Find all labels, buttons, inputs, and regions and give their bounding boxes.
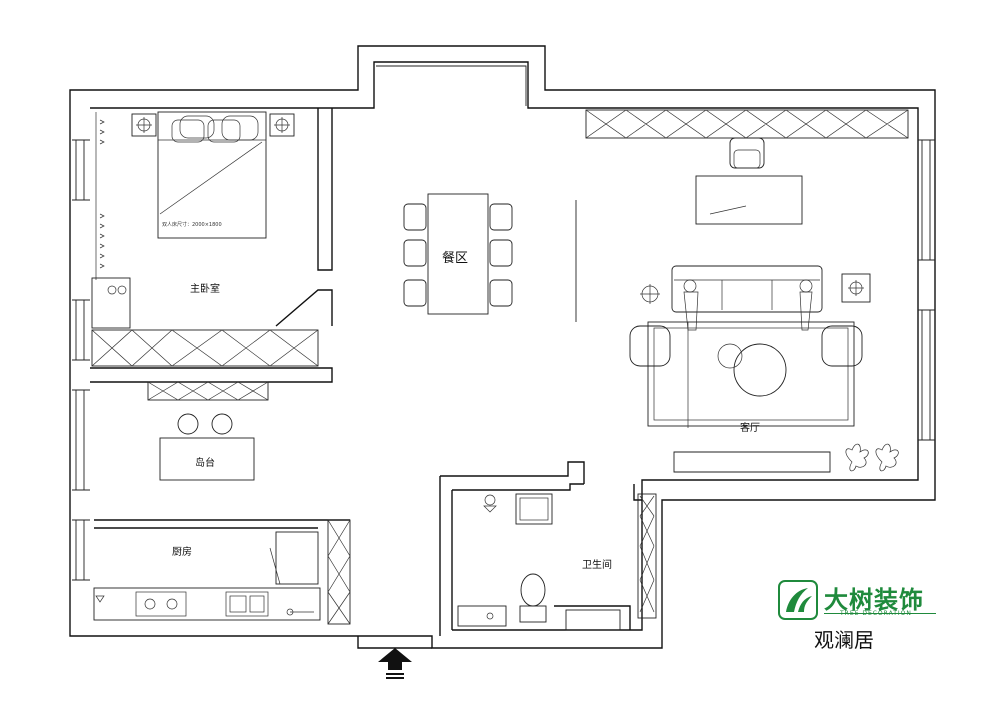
bathroom: 卫生间 [457, 493, 657, 631]
brand-english: TREE DECORATION [840, 610, 912, 617]
dining: 餐区 [403, 193, 513, 315]
kitchen-label: 厨房 [172, 545, 192, 558]
bathroom-label: 卫生间 [582, 558, 612, 571]
tree-logo-icon [778, 580, 818, 620]
island-label: 岛台 [195, 456, 215, 469]
brand-logo: 大树装饰 TREE DECORATION 观澜居 [776, 578, 946, 658]
living-top-cabinet [585, 109, 909, 139]
left-windows [72, 139, 90, 581]
project-name: 观澜居 [814, 628, 874, 652]
right-windows [918, 139, 935, 441]
master-bedroom-label: 主卧室 [190, 282, 220, 295]
kitchen: 厨房 [93, 519, 351, 625]
brand-divider [824, 613, 936, 614]
dining-label: 餐区 [442, 250, 468, 266]
plant-icon [845, 443, 899, 472]
interior-walls [90, 108, 831, 636]
island-area: 岛台 [147, 381, 269, 481]
entry-arrow-icon [378, 648, 412, 679]
master-bedroom: 双人床尺寸：2000×1800 主卧室 [91, 111, 319, 367]
brand-name: 大树装饰 [824, 586, 924, 614]
living-room: 客厅 [629, 137, 899, 472]
bed-size-note: 双人床尺寸：2000×1800 [162, 221, 222, 228]
living-label: 客厅 [740, 421, 760, 434]
outer-walls [69, 45, 936, 649]
